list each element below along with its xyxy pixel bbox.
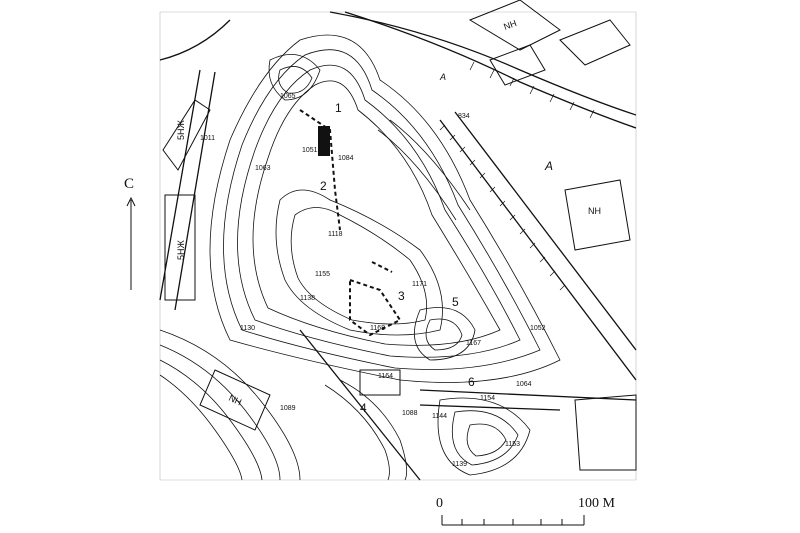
height-label: 1138 [300,295,315,302]
height-label: 1011 [200,135,215,142]
height-label: 1089 [280,405,296,412]
scale-max-label: 100 M [578,496,615,511]
height-label: 1139 [452,461,467,468]
nh-label: NH [227,393,243,408]
height-label: 1167 [466,340,481,347]
tower-block [318,126,330,156]
contour-lines [159,34,561,481]
plot-label: 6 [468,375,475,389]
buildings [162,0,637,471]
height-label: 1065 [280,93,296,100]
fortress-path [299,109,402,337]
area-label: A [544,159,553,173]
height-label: 1154 [480,395,495,402]
height-label: 1144 [432,413,447,420]
area-label: A [439,72,446,82]
slope-hatching [439,61,595,291]
height-label: 1164 [378,373,393,380]
plot-label: 1 [335,101,342,115]
height-label: 1051 [302,147,318,154]
nh-label: NH [588,206,601,216]
nh-label: NH [502,18,518,32]
north-arrow-icon [126,196,136,290]
map-labels: NH NH NH 5НЖ 5НЖ A A 1 2 3 4 5 6 1065 10… [176,18,601,468]
shn-label: 5НЖ [176,239,186,260]
height-label: 1063 [255,165,271,172]
scale-zero-label: 0 [436,496,443,511]
plot-label: 3 [398,289,405,303]
height-label: 1153 [505,441,520,448]
height-label: 1052 [530,325,546,332]
shn-label: 5НЖ [176,119,186,140]
height-label: 1155 [315,271,330,278]
height-label: 1130 [240,325,255,332]
height-label: 834 [458,113,470,120]
plot-label: 4 [360,401,367,415]
height-label: 1171 [412,281,427,288]
plot-label: 2 [320,179,327,193]
height-label: 1084 [338,155,354,162]
map-frame [159,11,637,481]
north-label: C [124,176,135,192]
scale-bar [441,515,585,526]
height-label: 1064 [516,381,532,388]
plot-label: 5 [452,295,459,309]
height-label: 1088 [402,410,418,417]
height-label: 1168 [370,325,385,332]
height-label: 1118 [328,231,343,238]
